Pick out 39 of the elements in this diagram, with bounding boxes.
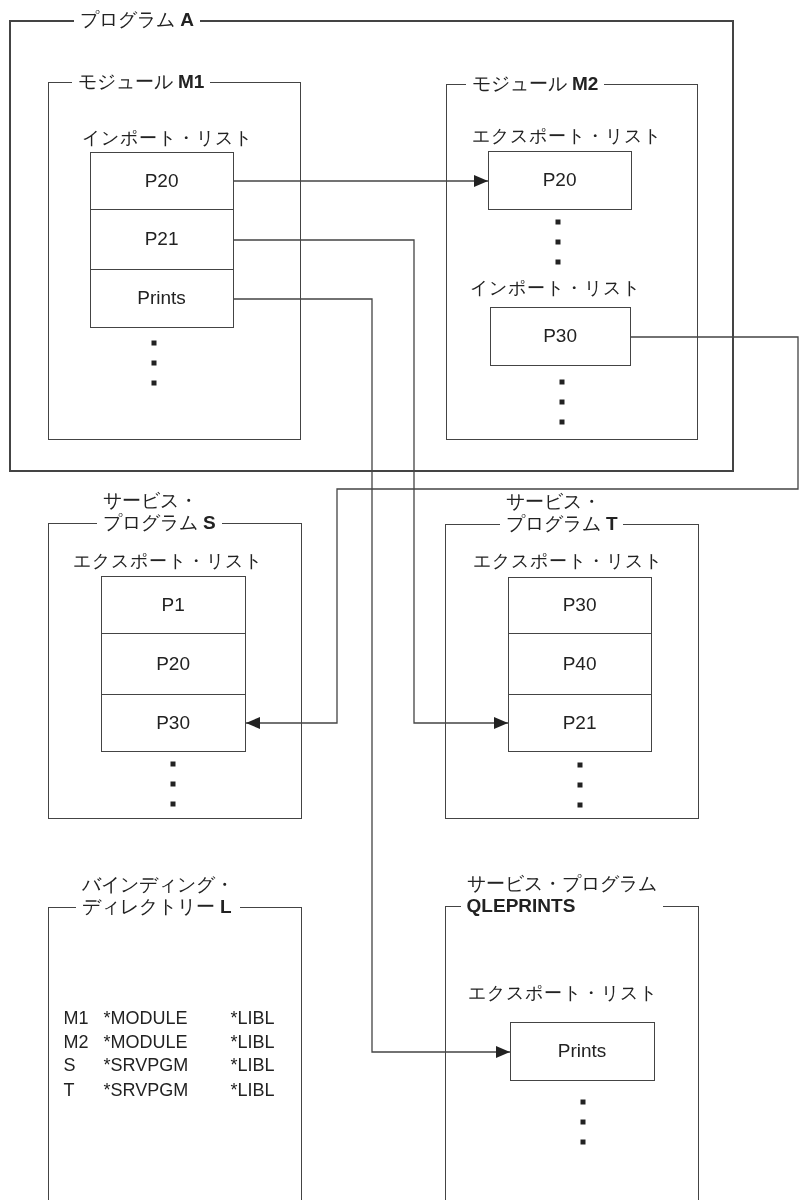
- list-label: インポート・リスト: [469, 276, 641, 299]
- list-entry: P1: [100, 575, 246, 634]
- list-entry: P30: [489, 306, 631, 366]
- box-heading: サービス・プログラム T: [499, 490, 624, 535]
- box-heading: プログラム A: [74, 9, 200, 31]
- list-label: エクスポート・リスト: [472, 549, 663, 572]
- arrow: [233, 298, 511, 1058]
- library-name: *LIBL: [230, 1030, 275, 1053]
- library-name: *LIBL: [230, 1078, 275, 1101]
- box-heading: バインディング・ディレクトリー L: [75, 873, 240, 918]
- object-type: *SRVPGM: [103, 1078, 189, 1101]
- list-entry: Prints: [509, 1021, 655, 1081]
- entry-name: M1: [63, 1006, 89, 1029]
- box-heading: サービス・プログラム S: [96, 489, 222, 534]
- list-entry: P21: [89, 208, 234, 270]
- entry-name: M2: [63, 1030, 89, 1053]
- list-label: インポート・リスト: [81, 126, 253, 149]
- arrow: [245, 336, 799, 729]
- list-entry: P21: [507, 693, 652, 752]
- arrow: [233, 175, 489, 187]
- list-entry: P20: [487, 150, 632, 210]
- library-name: *LIBL: [230, 1053, 275, 1076]
- object-type: *SRVPGM: [103, 1053, 189, 1076]
- list-entry: P30: [100, 693, 246, 752]
- list-label: エクスポート・リスト: [72, 549, 263, 572]
- list-entry: P20: [100, 632, 246, 695]
- entry-name: S: [63, 1053, 76, 1076]
- list-entry: P30: [507, 576, 652, 634]
- object-type: *MODULE: [103, 1030, 188, 1053]
- list-entry: P20: [89, 151, 234, 210]
- list-label: エクスポート・リスト: [467, 981, 658, 1004]
- entry-name: T: [63, 1078, 75, 1101]
- list-entry: Prints: [89, 268, 234, 328]
- library-name: *LIBL: [230, 1006, 275, 1029]
- list-label: エクスポート・リスト: [471, 124, 662, 147]
- box-heading: サービス・プログラム QLEPRINTS: [460, 872, 663, 917]
- object-type: *MODULE: [103, 1006, 188, 1029]
- list-entry: P40: [507, 632, 652, 695]
- arrow: [233, 239, 509, 729]
